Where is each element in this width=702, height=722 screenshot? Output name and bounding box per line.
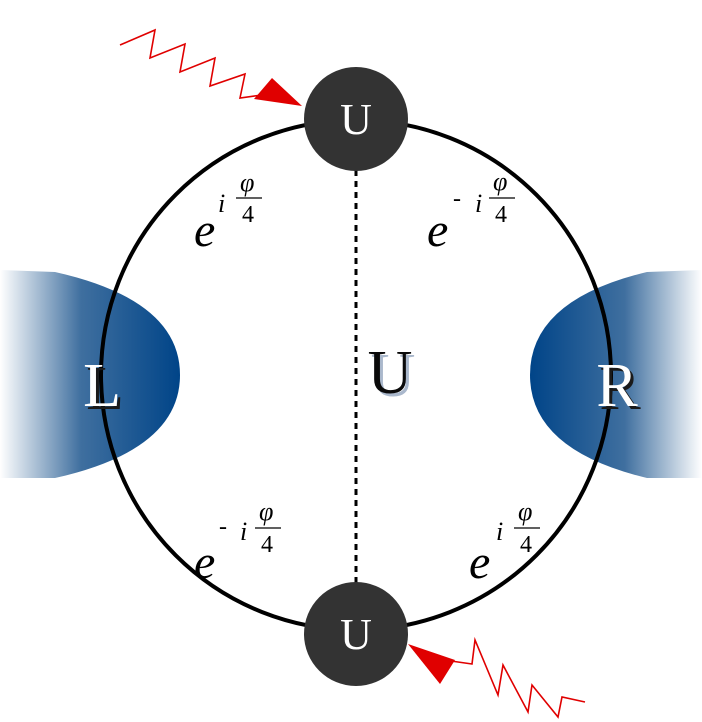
svg-text:e: e [194,204,215,257]
left-lead [0,270,180,478]
left-lead-label-shadow: L [86,355,124,423]
right-lead [530,270,702,478]
svg-text:-: - [219,514,227,540]
phase-top-left: e i φ 4 [194,168,262,257]
right-lead-label: R [596,352,638,420]
center-label: U [368,339,413,407]
bottom-node-label: U [340,610,372,659]
wavy-photon-arrow-icon [119,28,302,106]
phase-bottom-left: e - i φ 4 [194,497,281,589]
svg-text:e: e [469,536,490,589]
svg-text:φ: φ [518,497,532,526]
bottom-node [304,582,408,686]
svg-text:φ: φ [259,497,273,526]
svg-text:i: i [240,517,247,546]
left-lead-label: L [83,352,121,420]
svg-text:i: i [475,189,482,218]
wavy-photon-arrow-icon [408,636,586,719]
phase-top-right: e - i φ 4 [427,167,515,257]
svg-text:4: 4 [242,202,254,228]
svg-text:φ: φ [493,167,507,196]
top-node-label: U [340,95,372,144]
svg-text:-: - [453,186,461,212]
right-lead-label-shadow: R [599,355,641,423]
svg-text:φ: φ [240,168,254,197]
svg-text:e: e [194,536,215,589]
svg-text:4: 4 [261,532,273,558]
svg-text:i: i [496,517,503,546]
svg-text:i: i [218,189,225,218]
svg-text:e: e [427,204,448,257]
svg-text:4: 4 [495,202,507,228]
phase-bottom-right: e i φ 4 [469,497,540,589]
center-label-shadow: U [371,342,416,410]
top-node [304,67,408,171]
svg-text:4: 4 [520,532,532,558]
